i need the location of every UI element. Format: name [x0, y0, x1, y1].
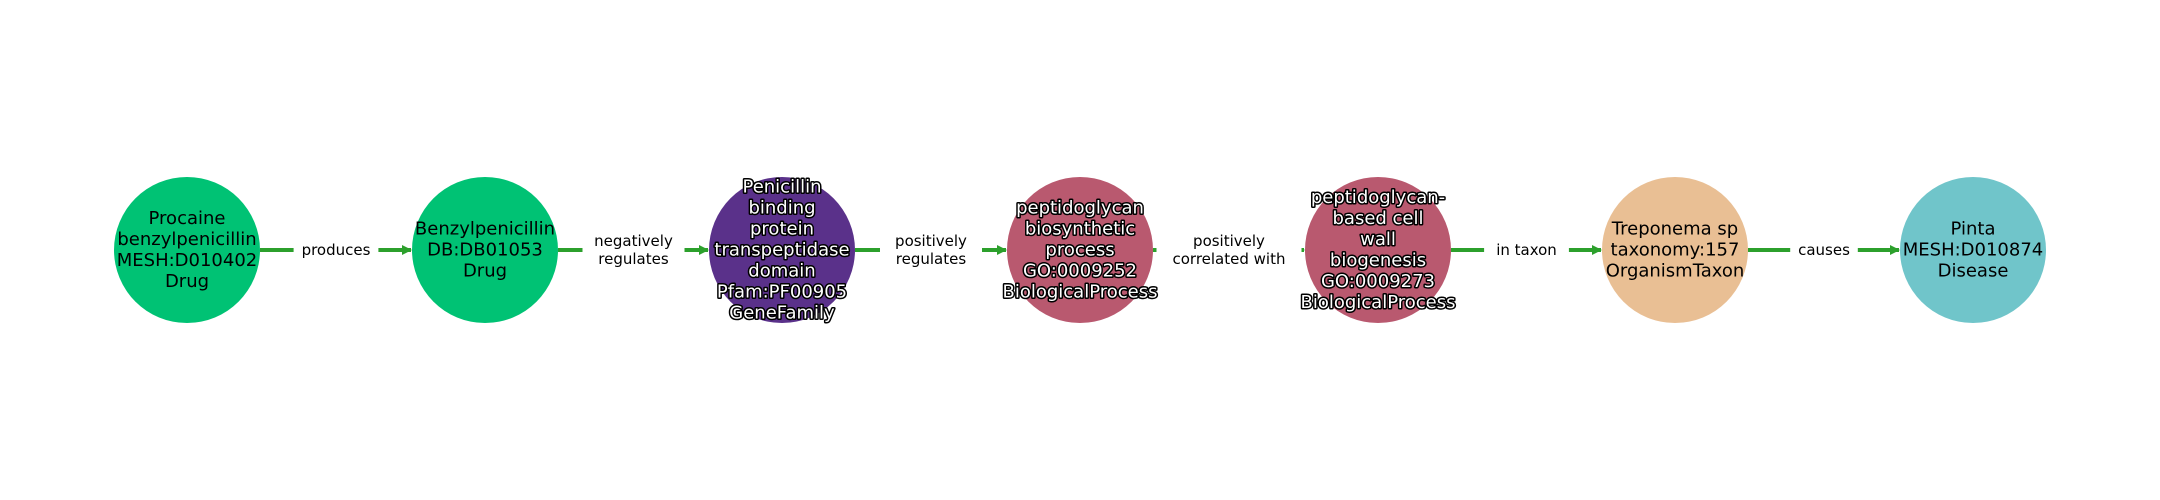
node-circle[interactable] [1900, 177, 2046, 323]
node-label: BiologicalProcess [1300, 292, 1455, 313]
node-circle[interactable] [709, 177, 855, 323]
node-label: binding [748, 198, 815, 219]
node-label: OrganismTaxon [1606, 261, 1745, 282]
node-label: GeneFamily [729, 303, 835, 324]
edge-label: causes [1798, 241, 1850, 259]
edge-label-background [1790, 238, 1858, 262]
node-circle[interactable] [1602, 177, 1748, 323]
node-label: Treponema sp [1611, 219, 1738, 240]
edge-label: regulates [896, 250, 967, 268]
node-circle[interactable] [1305, 177, 1451, 323]
edge-label-background [1484, 238, 1569, 262]
node-label: MESH:D010402 [117, 250, 258, 271]
node-label: GO:0009273 [1321, 271, 1435, 292]
node-label: based cell [1332, 208, 1423, 229]
node-label: Penicillin [742, 177, 821, 198]
edge-label: correlated with [1173, 250, 1286, 268]
node-label: Benzylpenicillin [415, 219, 555, 240]
node-label: peptidoglycan- [1311, 187, 1445, 208]
node-label: DB:DB01053 [427, 240, 543, 261]
node-label: process [1045, 240, 1114, 261]
edge-in-taxon: in taxon [1451, 238, 1602, 262]
edge-label-background [582, 229, 685, 271]
node-label: benzylpenicillin [117, 229, 256, 250]
node-circle[interactable] [1007, 177, 1153, 323]
edge-label-background [1156, 229, 1302, 271]
node-label: wall [1360, 229, 1396, 250]
node-label: peptidoglycan [1016, 198, 1144, 219]
node-label: Drug [165, 271, 209, 292]
edge-label-background [293, 238, 379, 262]
edge-label: positively [895, 232, 967, 250]
edge-causes: causes [1748, 238, 1900, 262]
node-label: Disease [1938, 261, 2009, 282]
node-label: Pfam:PF00905 [717, 282, 847, 303]
node-label: GO:0009252 [1023, 261, 1137, 282]
node-label: biosynthetic [1025, 219, 1135, 240]
node-label: domain [748, 261, 815, 282]
node-label: MESH:D010874 [1903, 240, 2044, 261]
node-peptidoglycan[interactable]: peptidoglycanbiosyntheticprocessGO:00092… [1001, 177, 1159, 323]
edge-label: negatively [594, 232, 673, 250]
edge-produces: produces [260, 238, 412, 262]
edge-label: in taxon [1496, 241, 1557, 259]
node-label: taxonomy:157 [1611, 240, 1740, 261]
edge-label: produces [302, 241, 371, 259]
edge-label: regulates [598, 250, 669, 268]
node-label: biogenesis [1330, 250, 1426, 271]
node-peptidoglycan[interactable]: peptidoglycan-based cellwallbiogenesisGO… [1299, 177, 1457, 323]
node-label: Procaine [149, 208, 226, 229]
node-label: BiologicalProcess [1002, 282, 1157, 303]
edge-label: positively [1193, 232, 1265, 250]
node-circle[interactable] [412, 177, 558, 323]
node-circle[interactable] [114, 177, 260, 323]
edge-label-background [880, 229, 982, 271]
node-label: transpeptidase [714, 240, 849, 261]
node-label: protein [750, 219, 814, 240]
node-label: Pinta [1951, 219, 1996, 240]
node-label: Drug [463, 261, 507, 282]
node-penicillin[interactable]: Penicillinbindingproteintranspeptidasedo… [709, 175, 855, 325]
